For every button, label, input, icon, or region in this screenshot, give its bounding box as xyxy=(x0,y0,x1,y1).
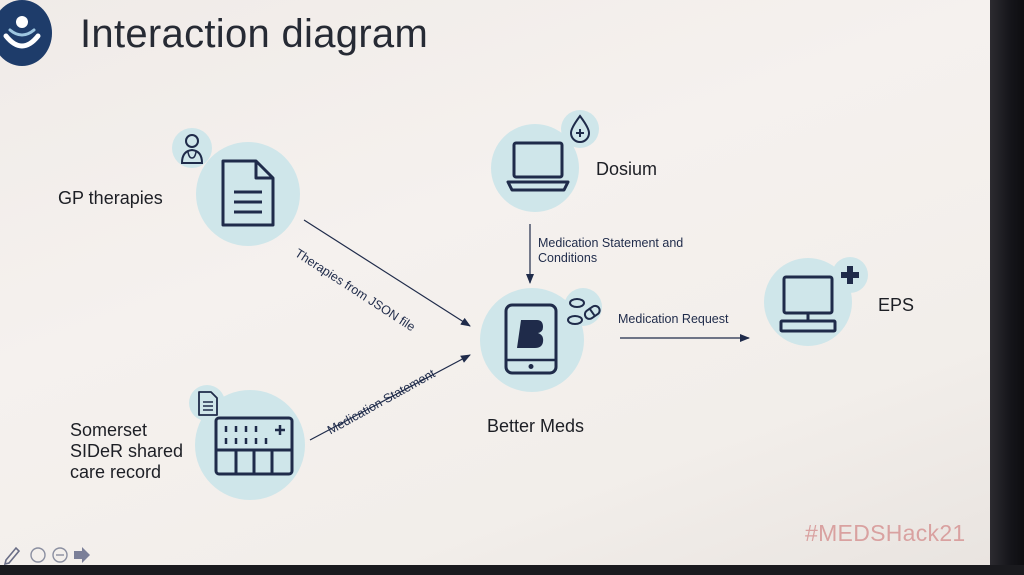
page-title: Interaction diagram xyxy=(80,12,429,56)
drop-icon xyxy=(569,114,591,143)
next-slide-icon[interactable] xyxy=(74,547,90,563)
edge-label-msc-line2: Conditions xyxy=(538,251,598,265)
somerset-label-line1: Somerset xyxy=(70,420,148,440)
doctor-icon xyxy=(180,134,204,164)
eps-label: EPS xyxy=(878,295,915,315)
tablet-icon xyxy=(504,303,558,375)
slide: Interaction diagram xyxy=(0,0,1004,565)
pointer-options-icon[interactable] xyxy=(30,547,46,563)
better-meds-label: Better Meds xyxy=(487,416,585,436)
dosium-label: Dosium xyxy=(596,159,658,179)
logo xyxy=(0,0,52,66)
monitor-bezel-bottom xyxy=(0,565,1024,575)
somerset-label-line2: SIDeR shared xyxy=(70,441,184,461)
edge-label-medication-statement-conditions: Medication Statement and Conditions xyxy=(538,236,683,266)
zoom-icon[interactable] xyxy=(52,547,68,563)
arrow-gp-to-better-meds xyxy=(303,219,471,327)
monitor-bezel-right xyxy=(990,0,1024,575)
laptop-icon xyxy=(506,141,570,192)
document-icon xyxy=(221,159,275,227)
gp-node-circle xyxy=(196,142,300,246)
better-meds-badge-circle xyxy=(564,288,602,326)
small-document-icon xyxy=(198,391,218,416)
edge-label-msc-line1: Medication Statement and xyxy=(538,236,684,250)
gp-therapies-label: GP therapies xyxy=(58,188,163,208)
pen-tool-icon[interactable] xyxy=(3,546,21,565)
slide-controls xyxy=(3,546,90,565)
logo-mark-icon xyxy=(3,16,41,49)
desktop-icon xyxy=(779,275,837,333)
plus-icon xyxy=(841,266,859,284)
somerset-label-line3: care record xyxy=(70,462,162,482)
pills-icon xyxy=(567,298,601,325)
somerset-label: Somerset SIDeR shared care record xyxy=(70,420,183,483)
event-hashtag: #MEDSHack21 xyxy=(805,520,966,546)
edge-label-medication-request: Medication Request xyxy=(618,312,729,326)
calendar-grid-icon xyxy=(214,416,294,476)
arrow-somerset-to-better-meds xyxy=(309,354,471,441)
diagram-connectors xyxy=(303,219,750,441)
